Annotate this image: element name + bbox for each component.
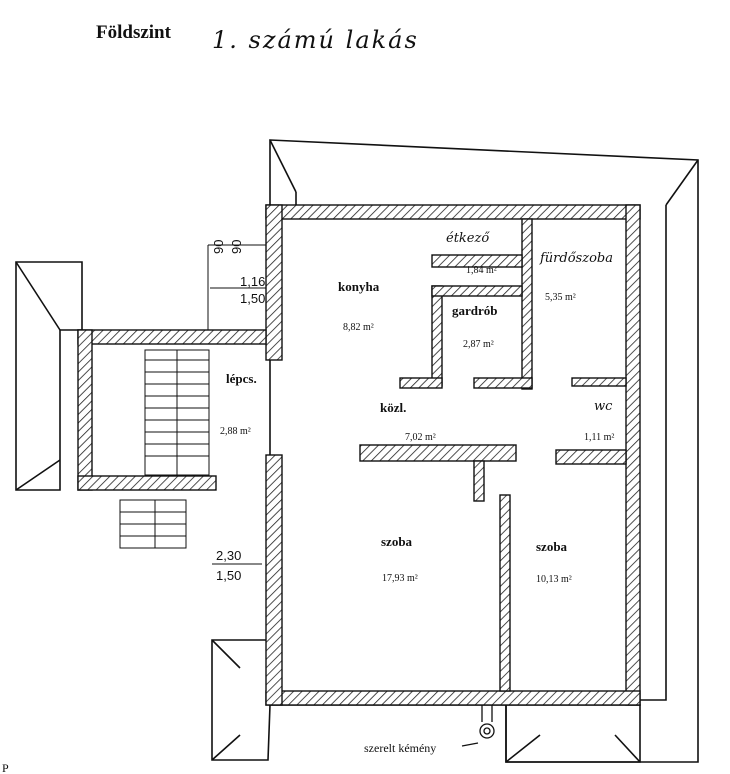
dimension-bottom-a: 2,30 <box>216 548 241 563</box>
annex-roof-outline <box>15 261 83 491</box>
room-area-gardrob: 2,87 m² <box>463 339 494 350</box>
dimension-bottom-b: 1,50 <box>216 568 241 583</box>
dimension-top-a: 1,16 <box>240 274 265 289</box>
dimension-small-b: 90 <box>229 240 244 254</box>
room-area-kozl: 7,02 m² <box>405 432 436 443</box>
corner-mark: P <box>2 761 9 774</box>
chimney-label: szerelt kémény <box>364 741 436 755</box>
dimension-top-b: 1,50 <box>240 291 265 306</box>
apartment-handwritten-label: 1. számú lakás <box>212 26 419 54</box>
room-area-wc: 1,11 m² <box>584 432 614 443</box>
room-area-lepcs: 2,88 m² <box>220 426 251 437</box>
room-name-kozl: közl. <box>380 400 406 415</box>
room-name-lepcs: lépcs. <box>226 371 257 386</box>
room-area-furdoszoba: 5,35 m² <box>545 292 576 303</box>
room-area-szoba-2: 10,13 m² <box>536 574 572 585</box>
room-area-konyha: 8,82 m² <box>343 322 374 333</box>
room-name-gardrob: gardrób <box>452 303 498 318</box>
room-area-etkezo: 1,84 m² <box>466 265 497 276</box>
page-title: Földszint <box>96 22 171 43</box>
dimension-small-a: 90 <box>211 240 226 254</box>
room-name-konyha: konyha <box>338 279 380 294</box>
room-name-furdoszoba: fürdőszoba <box>539 251 613 266</box>
staircase <box>119 244 266 549</box>
chimney-symbol <box>461 705 495 747</box>
room-name-wc: wc <box>594 399 613 414</box>
room-area-szoba-1: 17,93 m² <box>382 573 418 584</box>
room-name-szoba-2: szoba <box>536 539 568 554</box>
room-name-szoba-1: szoba <box>381 534 413 549</box>
walls <box>77 204 641 706</box>
room-name-etkezo: étkező <box>446 231 490 246</box>
